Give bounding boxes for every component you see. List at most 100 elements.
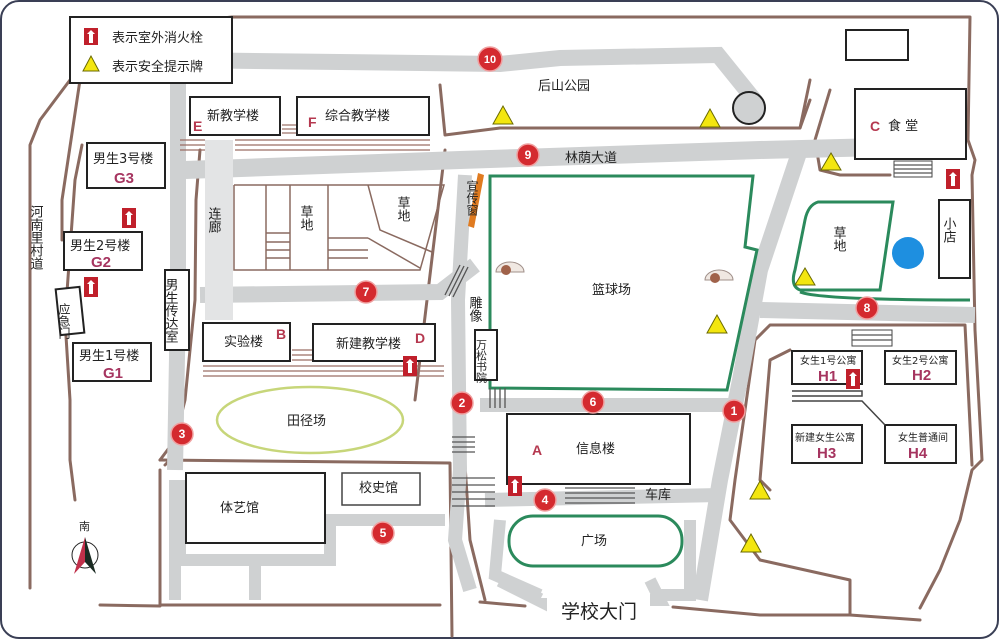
- shop[interactable]: 小店: [938, 199, 971, 279]
- building-A[interactable]: A 信息楼: [506, 413, 691, 485]
- svg-text:应急门: 应急门: [57, 302, 71, 339]
- emergency-gate[interactable]: 应急门: [54, 285, 86, 339]
- hydrant-icon: [946, 169, 960, 189]
- building-F[interactable]: F 综合教学楼: [296, 96, 430, 136]
- bulletin-board: [468, 173, 484, 228]
- svg-text:校史馆: 校史馆: [359, 480, 398, 496]
- warning-sign-icon: [699, 107, 721, 128]
- point-10[interactable]: 10: [477, 46, 503, 72]
- svg-text:G1: G1: [103, 365, 123, 382]
- girls-walkway: [792, 390, 886, 426]
- grass-label-1: 草地: [298, 205, 314, 231]
- unnamed-building: [845, 29, 909, 61]
- building-E[interactable]: E 新教学楼: [189, 96, 281, 136]
- svg-text:8: 8: [864, 301, 871, 315]
- svg-text:C: C: [870, 118, 880, 134]
- legend-hydrant-label: 表示室外消火栓: [112, 30, 203, 46]
- stairs-A: [452, 436, 635, 507]
- point-4[interactable]: 4: [533, 488, 557, 512]
- stairs-west: [444, 264, 469, 298]
- library[interactable]: 万松书院: [474, 329, 498, 383]
- svg-text:信息楼: 信息楼: [576, 441, 615, 457]
- svg-text:G2: G2: [91, 254, 111, 271]
- basketball-court: [488, 174, 759, 392]
- svg-text:3: 3: [179, 427, 186, 441]
- svg-text:5: 5: [380, 526, 387, 540]
- building-H3[interactable]: 新建女生公寓 H3: [791, 424, 863, 464]
- building-G2[interactable]: 男生2号楼 G2: [63, 231, 143, 271]
- warning-sign-icon: [740, 532, 762, 553]
- building-G1[interactable]: 男生1号楼 G1: [72, 342, 152, 382]
- warning-legend-icon: [82, 54, 100, 72]
- svg-text:男生3号楼: 男生3号楼: [93, 152, 153, 167]
- gym[interactable]: 体艺馆: [185, 472, 326, 544]
- svg-text:男生1号楼: 男生1号楼: [79, 349, 139, 364]
- basketball-hoop-icon: [704, 269, 734, 283]
- building-C[interactable]: C 食 堂: [854, 88, 967, 160]
- svg-text:女生2号公寓: 女生2号公寓: [892, 354, 948, 367]
- building-D[interactable]: 新建教学楼 D: [312, 323, 436, 362]
- building-H2[interactable]: 女生2号公寓 H2: [884, 350, 957, 385]
- hydrant-icon: [403, 356, 417, 376]
- point-5[interactable]: 5: [371, 521, 395, 545]
- svg-text:10: 10: [484, 54, 496, 66]
- svg-text:B: B: [276, 326, 286, 342]
- svg-text:E: E: [193, 118, 202, 134]
- square-label: 广场: [581, 534, 607, 549]
- pond: [892, 237, 924, 269]
- svg-text:H2: H2: [912, 367, 931, 384]
- back-park-label: 后山公园: [538, 79, 590, 94]
- basketball-label: 篮球场: [592, 283, 631, 298]
- history-museum[interactable]: 校史馆: [341, 472, 421, 506]
- svg-text:男生传达室: 男生传达室: [163, 278, 179, 343]
- svg-text:D: D: [415, 330, 425, 346]
- warning-sign-icon: [492, 104, 514, 125]
- track-field: [215, 385, 405, 455]
- basketball-hoop-icon: [495, 261, 525, 275]
- steps-EF: [180, 124, 430, 151]
- point-6[interactable]: 6: [581, 390, 605, 414]
- hydrant-legend-icon: [84, 28, 98, 45]
- legend: 表示室外消火栓 表示安全提示牌: [69, 16, 233, 84]
- svg-text:新教学楼: 新教学楼: [207, 108, 259, 124]
- village-road-label: 河南里村道: [28, 205, 44, 270]
- roads: [167, 46, 976, 612]
- svg-text:7: 7: [363, 285, 370, 299]
- building-H4[interactable]: 女生普通间 H4: [884, 424, 957, 464]
- grass-courtyard: [233, 184, 445, 271]
- point-1[interactable]: 1: [722, 399, 746, 423]
- boulevard-label: 林荫大道: [565, 151, 617, 166]
- point-7[interactable]: 7: [354, 280, 378, 304]
- hydrant-icon: [84, 277, 98, 297]
- corridor-label: 连廊: [206, 206, 222, 233]
- point-8[interactable]: 8: [855, 296, 879, 320]
- stairs-library: [489, 388, 506, 408]
- svg-text:南: 南: [79, 520, 90, 533]
- svg-text:男生2号楼: 男生2号楼: [70, 239, 130, 254]
- svg-text:小店: 小店: [941, 217, 957, 243]
- point-3[interactable]: 3: [170, 422, 194, 446]
- building-B[interactable]: 实验楼 B: [202, 322, 291, 362]
- hydrant-icon: [122, 208, 136, 228]
- svg-text:女生普通间: 女生普通间: [898, 431, 948, 444]
- guard-room[interactable]: 男生传达室: [163, 269, 190, 351]
- warning-sign-icon: [794, 267, 816, 286]
- point-2[interactable]: 2: [450, 391, 474, 415]
- point-9[interactable]: 9: [516, 143, 540, 167]
- grass-label-3: 草地: [831, 226, 847, 252]
- svg-text:1: 1: [731, 404, 738, 418]
- building-G3[interactable]: 男生3号楼 G3: [86, 142, 166, 189]
- hydrant-icon: [846, 369, 860, 389]
- svg-text:体艺馆: 体艺馆: [220, 501, 259, 516]
- garage-label: 车库: [645, 487, 671, 503]
- legend-warning-label: 表示安全提示牌: [112, 59, 203, 75]
- statue-label: 雕像: [467, 296, 483, 322]
- warning-sign-icon: [820, 152, 842, 171]
- corridor: [205, 140, 233, 320]
- svg-text:9: 9: [525, 148, 532, 162]
- hydrant-icons: [84, 169, 960, 496]
- svg-text:G3: G3: [114, 170, 134, 187]
- svg-text:H3: H3: [817, 445, 836, 462]
- stairs-girls: [851, 329, 893, 347]
- svg-text:H1: H1: [818, 368, 837, 385]
